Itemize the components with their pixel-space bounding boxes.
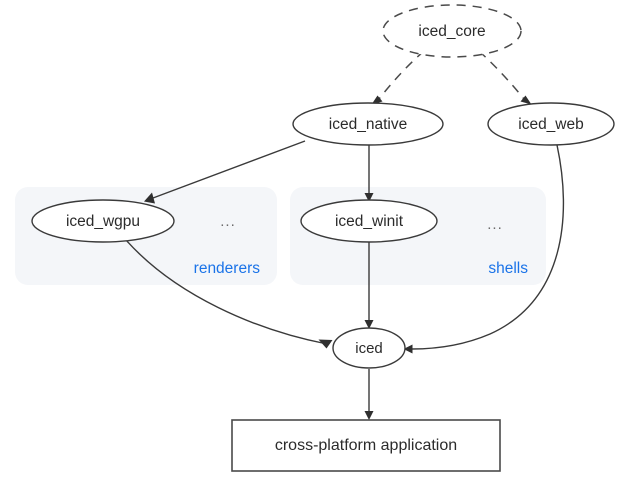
- edge-iced-core-to-iced-web: [478, 50, 532, 105]
- group-ellipsis-renderers: ...: [220, 213, 236, 230]
- node-label-iced-core: iced_core: [418, 23, 485, 40]
- node-shape-iced-native[interactable]: [292, 102, 444, 146]
- node-label-iced-winit: iced_winit: [335, 213, 404, 230]
- node-iced-core[interactable]: iced_core: [382, 4, 522, 58]
- group-label-renderers: renderers: [194, 260, 261, 277]
- node-label-iced-web: iced_web: [518, 116, 584, 133]
- edge-iced-core-to-iced-native: [371, 50, 425, 105]
- node-label-iced-wgpu: iced_wgpu: [66, 213, 140, 230]
- node-iced-wgpu[interactable]: iced_wgpu: [31, 199, 175, 243]
- node-iced-native[interactable]: iced_native: [292, 102, 444, 146]
- node-label-application: cross-platform application: [275, 437, 457, 454]
- node-iced[interactable]: iced: [332, 327, 406, 369]
- node-shape-iced-core[interactable]: [382, 4, 522, 58]
- group-ellipsis-shells: ...: [487, 216, 503, 233]
- node-shape-application[interactable]: [231, 419, 501, 472]
- edge-iced-native-to-iced-winit: [364, 145, 374, 202]
- edge-iced-to-application: [364, 369, 374, 420]
- edge-iced-wgpu-to-iced: [125, 239, 333, 349]
- edge-iced-web-to-iced: [403, 144, 565, 354]
- node-shape-iced-web[interactable]: [487, 102, 615, 146]
- node-iced-winit[interactable]: iced_winit: [300, 199, 438, 243]
- node-application[interactable]: cross-platform application: [231, 419, 501, 472]
- node-iced-web[interactable]: iced_web: [487, 102, 615, 146]
- edge-iced-winit-to-iced: [364, 242, 374, 329]
- node-shape-iced-winit[interactable]: [300, 199, 438, 243]
- node-shape-iced[interactable]: [332, 327, 406, 369]
- node-shape-iced-wgpu[interactable]: [31, 199, 175, 243]
- node-label-iced: iced: [355, 340, 383, 357]
- edge-iced-native-to-iced-wgpu: [144, 140, 306, 204]
- node-label-iced-native: iced_native: [329, 116, 407, 133]
- group-label-shells: shells: [488, 260, 528, 277]
